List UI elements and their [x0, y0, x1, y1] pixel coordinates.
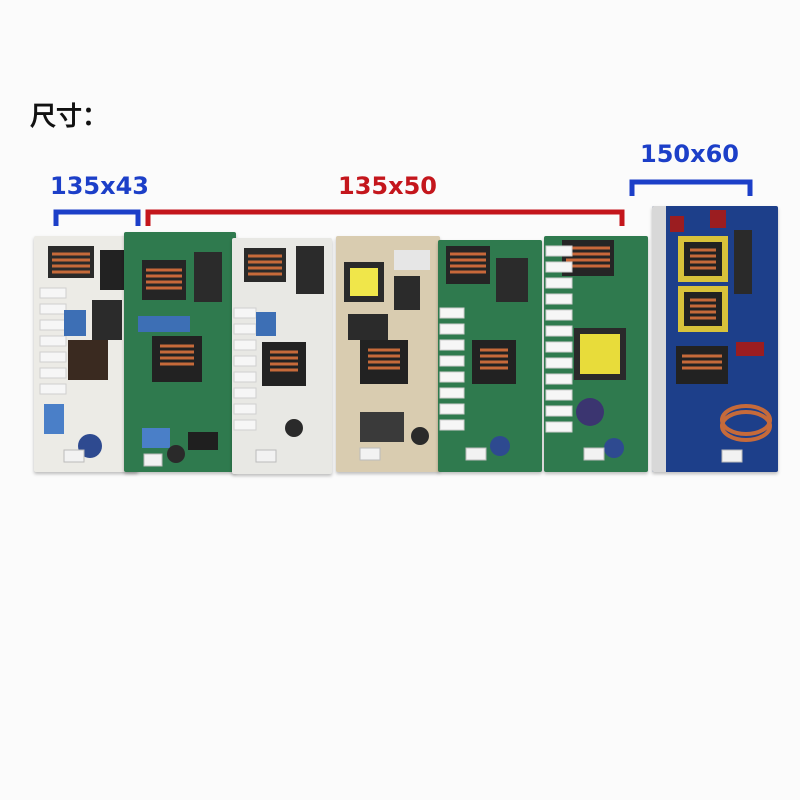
- pcb-board-7: [652, 206, 778, 472]
- pcb-board-5: [438, 240, 542, 472]
- size-label-135x50: 135x50: [338, 172, 437, 200]
- size-label-135x43: 135x43: [50, 172, 149, 200]
- bracket-135x50: [145, 209, 625, 226]
- pcb-board-2: [124, 232, 236, 472]
- pcb-board-1: [34, 236, 138, 472]
- pcb-board-6: [544, 236, 648, 472]
- pcb-board-3: [232, 238, 332, 474]
- size-label-150x60: 150x60: [640, 140, 739, 168]
- bracket-150x60: [629, 179, 753, 196]
- title-label: 尺寸：: [30, 102, 109, 132]
- pcb-board-4: [336, 236, 440, 472]
- bracket-135x43: [53, 209, 141, 226]
